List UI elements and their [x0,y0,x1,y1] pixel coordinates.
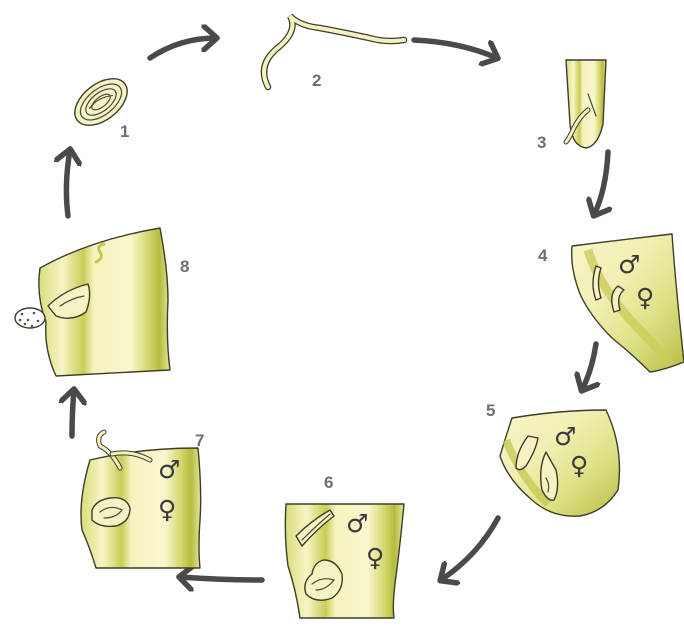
stage-7-male-leaving: 7 ♂ ♀ [81,431,204,568]
egg-mass-icon [15,308,45,328]
stage-5-female-symbol: ♀ [570,451,588,480]
stage-5-developing-females: 5 ♂ ♀ [486,401,620,516]
stage-4-number: 4 [538,246,548,265]
root-with-male-leaving-icon [81,432,201,568]
juvenile-nematode-icon [264,16,404,87]
arrow-3-to-4 [594,152,608,215]
stage-6-male-symbol: ♂ [346,509,368,538]
stage-5-number: 5 [486,401,495,420]
stage-2-number: 2 [312,71,321,90]
arrow-6-to-7 [180,577,262,580]
stage-7-number: 7 [195,431,204,450]
arrow-7-to-8 [72,390,74,436]
stage-5-male-symbol: ♂ [554,422,576,451]
stage-2-juvenile: 2 [264,16,404,90]
stage-3-number: 3 [537,133,546,152]
stage-1-number: 1 [120,122,129,141]
stage-4-juveniles-in-root: 4 ♂ ♀ [538,234,684,372]
root-tip-penetration-icon [566,60,606,148]
arrow-5-to-6 [441,518,498,580]
arrow-8-to-1 [66,150,70,216]
stage-4-male-symbol: ♂ [618,250,640,279]
stage-6-swollen-female: 6 ♂ ♀ [285,473,404,618]
stage-7-female-symbol: ♀ [158,495,176,524]
stage-6-number: 6 [324,473,333,492]
arrow-2-to-3 [414,40,497,58]
stage-4-female-symbol: ♀ [636,283,654,312]
stage-7-male-symbol: ♂ [158,455,180,484]
stage-8-gall-with-egg-mass: 8 [15,228,189,376]
stage-1-egg: 1 [66,69,135,141]
arrow-1-to-2 [150,38,216,58]
stage-3-penetration: 3 [537,60,606,152]
stage-6-female-symbol: ♀ [366,543,384,572]
root-with-swollen-female-icon [285,504,404,618]
root-gall-with-egg-mass-icon [15,228,170,376]
stage-8-number: 8 [180,257,189,276]
arrow-4-to-5 [582,344,596,390]
